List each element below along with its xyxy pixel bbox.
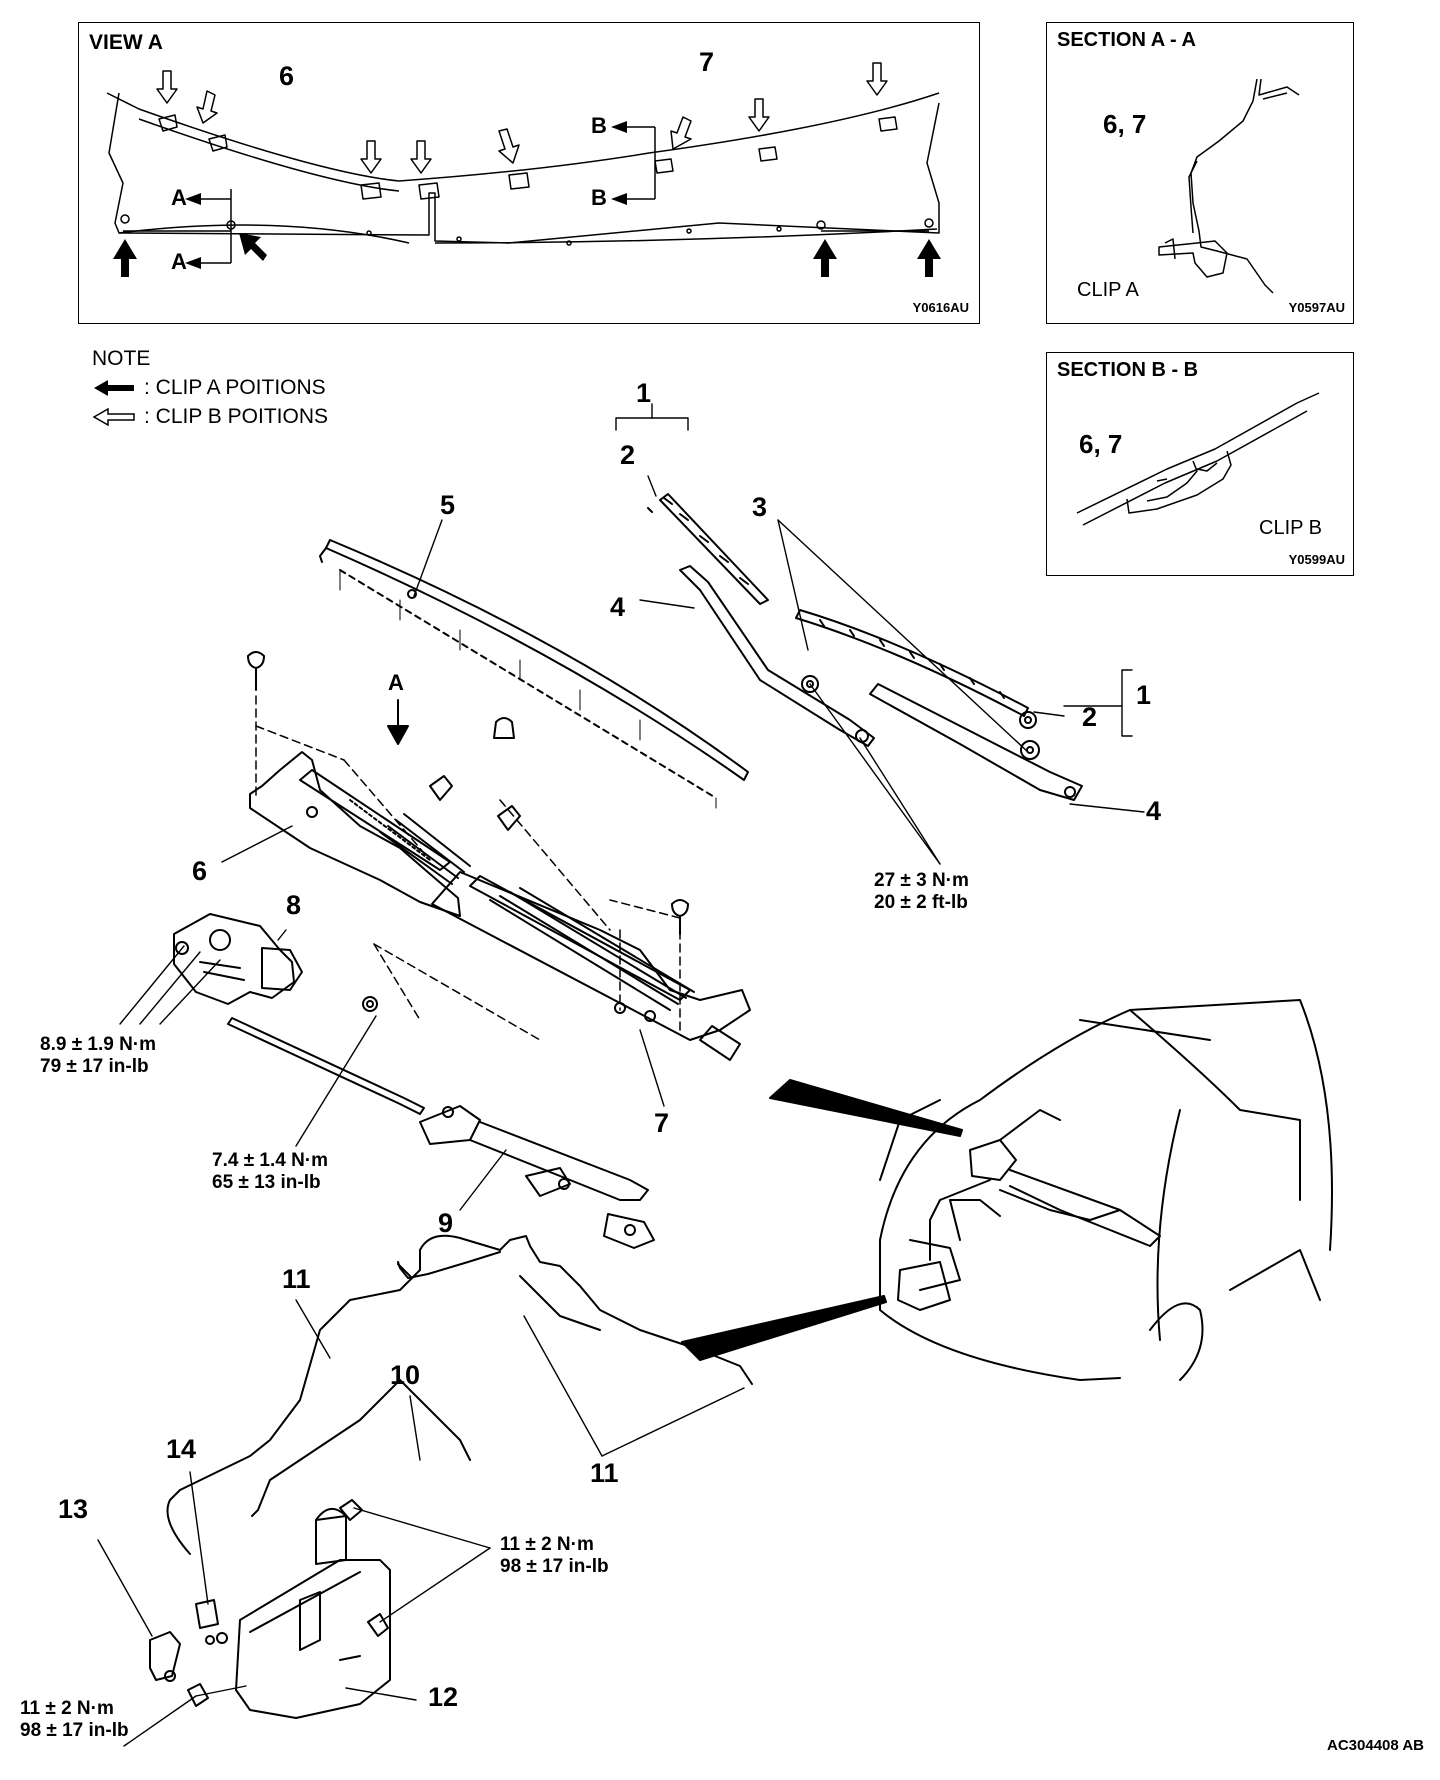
callout-9: 9 [438,1208,454,1238]
torque-arm-nut-imp: 20 ± 2 ft-lb [874,892,968,913]
torque-tank-nut-right: 11 ± 2 N·m 98 ± 17 in-lb [500,1534,609,1578]
washer-grommet [195,1599,228,1645]
note-clip-a-label: : CLIP A POITIONS [144,376,326,399]
callout-3: 3 [752,492,768,522]
section-aa-frame: SECTION A - A Y0597AU 6, 7 CLIP A [1046,22,1354,324]
washer-pump [149,1631,181,1682]
section-bb-title: SECTION B - B [1057,359,1199,381]
view-a-title: VIEW A [89,31,163,54]
note-clip-b-row: : CLIP B POITIONS [92,402,328,431]
torque-tank-bolt-left-imp: 98 ± 17 in-lb [20,1720,129,1741]
torque-arm-nut: 27 ± 3 N·m 20 ± 2 ft-lb [874,870,969,914]
callout-14: 14 [166,1434,197,1464]
torque-tank-nut-right-imp: 98 ± 17 in-lb [500,1556,609,1577]
torque-motor-bolt-imp: 79 ± 17 in-lb [40,1056,149,1077]
wiper-linkage [227,996,655,1249]
section-bb-code: Y0599AU [1288,552,1345,567]
view-a-label-b-top: B [591,113,607,138]
assembly-lines [255,695,681,1041]
view-a-label-a-bottom: A [171,249,187,274]
torque-linkage-bolt-nm: 7.4 ± 1.4 N·m [212,1150,329,1171]
torque-motor-bolt-nm: 8.9 ± 1.9 N·m [40,1034,157,1055]
note-legend: NOTE : CLIP A POITIONS : CLIP B POITIONS [92,344,328,431]
washer-tank [235,1508,391,1719]
callout-6: 6 [192,856,208,886]
tank-bolt-left [187,1683,209,1707]
section-aa-title: SECTION A - A [1057,29,1196,51]
cowl-fastener-a [429,775,453,801]
car-wiper-assembly [897,1109,1161,1311]
section-bb-frame: SECTION B - B Y0599AU 6, 7 CLIP B [1046,352,1354,576]
cowl-fastener-b [497,805,521,831]
torque-tank-bolt-left-nm: 11 ± 2 N·m [20,1698,114,1719]
cowl-panel-left [249,751,471,917]
tank-bolt-right [367,1613,389,1637]
view-a-label-b-bottom: B [591,185,607,210]
section-bb-drawing [1076,392,1320,526]
callout-1-right: 1 [1136,680,1152,710]
section-aa-drawing [1158,78,1300,294]
view-a-frame: VIEW A Y0616AU [78,22,980,324]
callout-7: 7 [654,1108,670,1138]
note-title: NOTE [92,347,151,370]
callout-11-bottom: 11 [590,1458,619,1488]
wiper-arm-right [869,683,1083,801]
section-aa-code: Y0597AU [1288,300,1345,315]
section-bb-part-label: 6, 7 [1079,429,1123,459]
note-clip-b-label: : CLIP B POITIONS [144,405,328,428]
torque-tank-bolt-left: 11 ± 2 N·m 98 ± 17 in-lb [20,1698,129,1742]
cowl-screw-right [671,899,689,935]
section-aa-clip-label: CLIP A [1077,279,1139,301]
cowl-clip [493,717,515,739]
torque-arm-nut-nm: 27 ± 3 N·m [874,870,969,891]
callout-1-top: 1 [636,378,652,408]
section-bb-clip-label: CLIP B [1259,517,1322,539]
solid-arrow-icon [94,379,134,396]
torque-motor-bolt: 8.9 ± 1.9 N·m 79 ± 17 in-lb [40,1034,156,1078]
view-a-arrow-head [387,725,409,745]
leader-lines [97,403,1145,1747]
cowl-screw-left [247,651,265,691]
outline-arrow-icon [92,407,135,426]
cowl-top-seal [319,539,749,809]
pointer-wedge-top [769,1079,963,1137]
torque-tank-nut-right-nm: 11 ± 2 N·m [500,1534,594,1555]
figure-code: AC304408 AB [1327,1737,1424,1754]
callout-11-top: 11 [282,1264,311,1294]
section-aa-part-label: 6, 7 [1103,109,1147,139]
callout-5: 5 [440,490,456,520]
callout-2-top: 2 [620,440,636,470]
wiper-arm-left [679,565,875,747]
callout-10: 10 [390,1360,421,1390]
car-outline [879,999,1333,1381]
callout-4-right: 4 [1146,796,1162,826]
view-a-label-6: 6 [279,61,295,91]
cowl-panel-right [431,871,751,1061]
torque-linkage-bolt: 7.4 ± 1.4 N·m 65 ± 13 in-lb [212,1150,328,1194]
view-a-drawing [106,62,941,277]
view-a-label-7: 7 [699,47,715,77]
note-clip-a-row: : CLIP A POITIONS [92,373,328,402]
view-arrow-label: A [388,670,404,695]
callout-2-right: 2 [1082,702,1098,732]
wiper-blade-right [795,609,1029,717]
callout-8: 8 [286,890,302,920]
wiper-motor [173,913,303,1005]
view-a-label-a-top: A [171,185,187,210]
pointer-wedge-bottom [681,1295,887,1361]
callout-13: 13 [58,1494,89,1524]
wiper-blade-left [647,493,769,605]
torque-linkage-bolt-imp: 65 ± 13 in-lb [212,1172,321,1193]
callout-4-left: 4 [610,592,626,622]
washer-hose [166,1234,753,1555]
view-a-code: Y0616AU [912,300,969,315]
callout-12: 12 [428,1682,459,1712]
